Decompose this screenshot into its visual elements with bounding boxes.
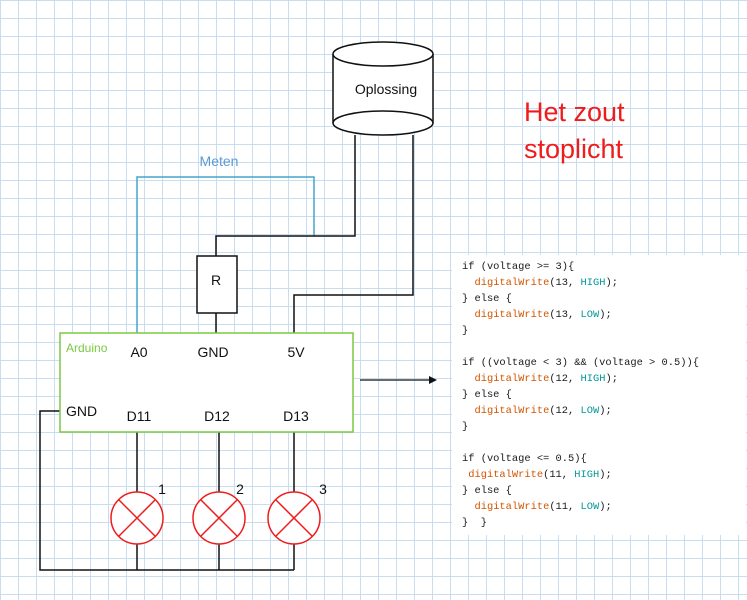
lamp-1-label: 1 [158, 481, 166, 497]
code-text: if (voltage >= 3){ [462, 261, 575, 273]
resistor [196, 255, 238, 314]
code-text: } [462, 325, 469, 337]
code-line: } else { [462, 387, 746, 403]
code-constant: LOW [580, 501, 600, 513]
code-text: (13, [549, 309, 581, 321]
code-text: ); [599, 309, 612, 321]
code-line: if ((voltage < 3) && (voltage > 0.5)){ [462, 355, 746, 371]
code-line: digitalWrite(13, HIGH); [462, 275, 746, 291]
code-function: digitalWrite [474, 405, 550, 417]
arduino-label: Arduino [66, 341, 108, 355]
code-line: } } [462, 515, 746, 531]
code-text [462, 277, 474, 289]
code-line: } else { [462, 483, 746, 499]
pin-5v-label: 5V [287, 344, 305, 360]
code-line: digitalWrite(12, HIGH); [462, 371, 746, 387]
lamp-cross-icon [110, 491, 164, 545]
code-function: digitalWrite [474, 373, 550, 385]
code-line [462, 435, 746, 451]
page-title: Het zout stoplicht [524, 94, 625, 168]
lamp-cross-icon [267, 491, 321, 545]
code-text: ); [605, 373, 618, 385]
cylinder-icon [332, 41, 434, 136]
code-line: if (voltage >= 3){ [462, 259, 746, 275]
pin-a0-label: A0 [130, 344, 147, 360]
code-line: if (voltage <= 0.5){ [462, 451, 746, 467]
lamp-3-label: 3 [319, 481, 327, 497]
code-snippet: if (voltage >= 3){ digitalWrite(13, HIGH… [452, 255, 746, 535]
container-label: Oplossing [355, 81, 417, 97]
wire-ground-bus [39, 410, 294, 571]
code-text: ); [599, 405, 612, 417]
code-constant: LOW [580, 405, 600, 417]
code-line: } else { [462, 291, 746, 307]
title-line-1: Het zout [524, 97, 625, 127]
code-constant: HIGH [580, 373, 606, 385]
lamp-cross-icon [192, 491, 246, 545]
code-text: (12, [549, 373, 581, 385]
pin-gnd-top-label: GND [197, 344, 228, 360]
arduino-board [59, 332, 354, 433]
code-line [462, 339, 746, 355]
code-function: digitalWrite [474, 309, 550, 321]
code-line: } [462, 323, 746, 339]
meten-label: Meten [200, 153, 239, 169]
code-text: (13, [549, 277, 581, 289]
meten-wire [136, 176, 315, 333]
code-line: digitalWrite(13, LOW); [462, 307, 746, 323]
code-text: ); [599, 501, 612, 513]
code-text: (12, [549, 405, 581, 417]
code-text [462, 405, 474, 417]
code-text: ); [605, 277, 618, 289]
code-text: } } [462, 517, 487, 529]
code-text: (11, [543, 469, 575, 481]
arrow-right-icon [360, 376, 437, 384]
code-line: digitalWrite(11, LOW); [462, 499, 746, 515]
pin-d13-label: D13 [283, 408, 309, 424]
code-text: (11, [549, 501, 581, 513]
resistor-label: R [211, 272, 221, 288]
code-text: ); [599, 469, 612, 481]
code-text: if (voltage <= 0.5){ [462, 453, 587, 465]
code-function: digitalWrite [474, 501, 550, 513]
code-line: } [462, 419, 746, 435]
code-text: } else { [462, 485, 512, 497]
code-function: digitalWrite [474, 277, 550, 289]
code-text [462, 501, 474, 513]
code-text: } [462, 421, 469, 433]
code-text: } else { [462, 389, 512, 401]
code-constant: HIGH [574, 469, 600, 481]
pin-d12-label: D12 [204, 408, 230, 424]
code-function: digitalWrite [468, 469, 544, 481]
lamp-2-label: 2 [236, 481, 244, 497]
pin-gnd-left-label: GND [66, 403, 97, 419]
wire-sensor-resistor [215, 135, 356, 256]
wire-sensor-5v [293, 135, 414, 333]
code-text: if ((voltage < 3) && (voltage > 0.5)){ [462, 357, 699, 369]
code-text: } else { [462, 293, 512, 305]
code-text [462, 373, 474, 385]
code-line: digitalWrite(11, HIGH); [462, 467, 746, 483]
code-text [462, 309, 474, 321]
code-line: digitalWrite(12, LOW); [462, 403, 746, 419]
title-line-2: stoplicht [524, 134, 624, 164]
code-constant: HIGH [580, 277, 606, 289]
code-constant: LOW [580, 309, 600, 321]
pin-d11-label: D11 [127, 408, 152, 424]
